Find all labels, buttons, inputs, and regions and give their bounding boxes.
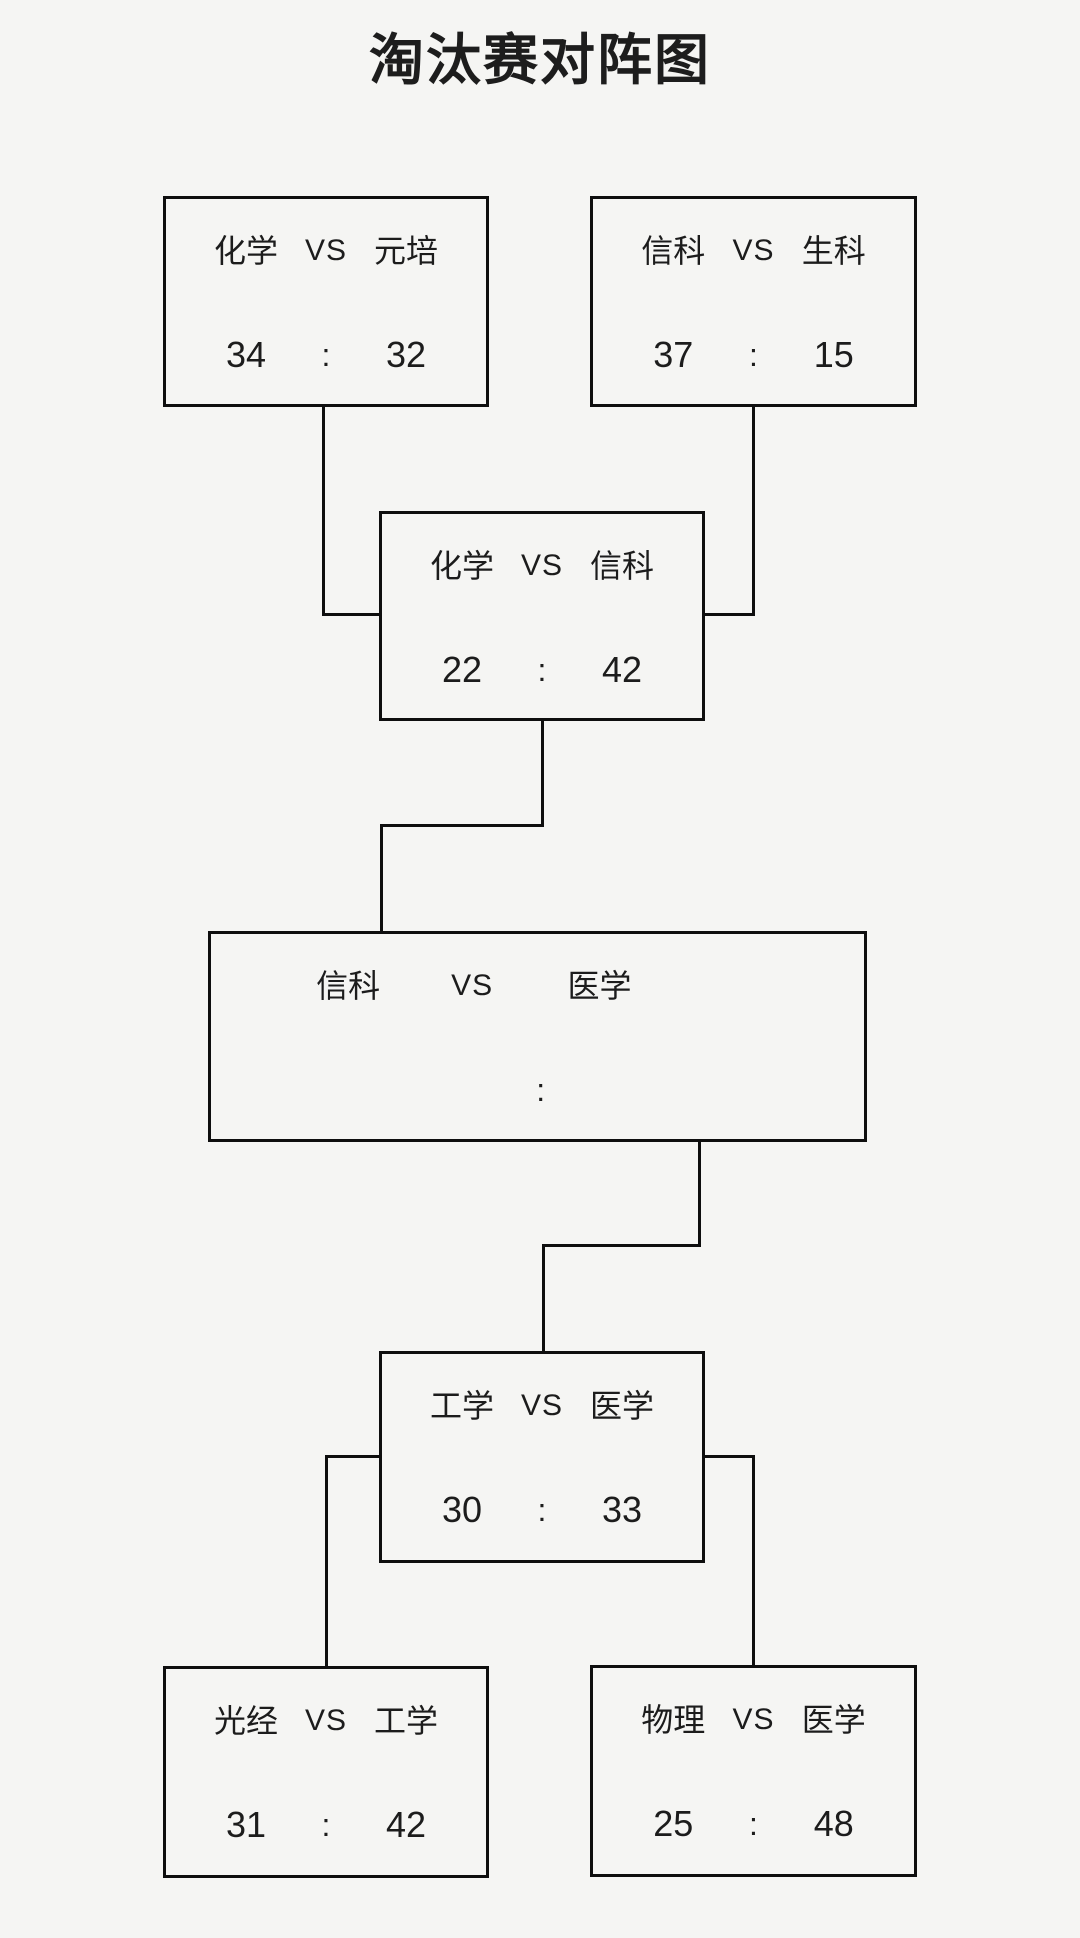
team-b-label: 生科 xyxy=(801,233,866,269)
vs-label: VS xyxy=(732,1703,775,1736)
match-box-quarterfinal-top-right: 信科 VS 生科 37 : 15 xyxy=(590,196,917,407)
team-b-label: 工学 xyxy=(373,1703,439,1739)
score-b-value: 42 xyxy=(601,649,643,690)
score-a-value: 30 xyxy=(441,1489,483,1530)
team-a-label: 信科 xyxy=(641,233,706,269)
connector-qf4-horizontal xyxy=(705,1455,755,1458)
vs-label: VS xyxy=(520,549,564,582)
vs-label: VS xyxy=(451,969,494,1002)
scores-row: 30 : 33 xyxy=(382,1488,702,1532)
score-separator: : xyxy=(321,337,331,373)
vs-label: VS xyxy=(732,234,775,267)
score-b-value: 15 xyxy=(813,334,854,375)
team-b-label: 医学 xyxy=(801,1702,866,1738)
scores-row: : xyxy=(211,1068,864,1112)
match-box-semifinal-lower: 工学 VS 医学 30 : 33 xyxy=(379,1351,705,1563)
score-separator: : xyxy=(749,1806,758,1842)
teams-row: 信科 VS 医学 xyxy=(211,964,864,1008)
team-b-label: 医学 xyxy=(589,1388,655,1424)
vs-label: VS xyxy=(304,1704,348,1737)
match-box-final: 信科 VS 医学 : xyxy=(208,931,867,1142)
score-separator: : xyxy=(537,1492,547,1528)
scores-row: 25 : 48 xyxy=(593,1802,914,1846)
connector-sf1-horizontal xyxy=(380,824,544,827)
connector-qf2-vertical xyxy=(752,407,755,616)
connector-qf1-horizontal xyxy=(322,613,379,616)
scores-row: 34 : 32 xyxy=(166,333,486,377)
connector-qf2-horizontal xyxy=(705,613,755,616)
connector-final-horizontal xyxy=(542,1244,701,1247)
score-b-value: 48 xyxy=(813,1803,854,1844)
connector-qf3-vertical xyxy=(325,1455,328,1666)
team-b-label: 信科 xyxy=(589,548,655,584)
connector-qf1-vertical xyxy=(322,407,325,616)
score-a-value: 31 xyxy=(225,1804,267,1845)
match-box-quarterfinal-bottom-left: 光经 VS 工学 31 : 42 xyxy=(163,1666,489,1878)
score-separator: : xyxy=(536,1072,546,1108)
scores-row: 31 : 42 xyxy=(166,1803,486,1847)
match-box-semifinal-upper: 化学 VS 信科 22 : 42 xyxy=(379,511,705,721)
teams-row: 光经 VS 工学 xyxy=(166,1699,486,1743)
teams-row: 工学 VS 医学 xyxy=(382,1384,702,1428)
team-a-label: 物理 xyxy=(641,1702,706,1738)
page-title: 淘汰赛对阵图 xyxy=(368,29,711,91)
score-a-value: 25 xyxy=(653,1803,694,1844)
scores-row: 37 : 15 xyxy=(593,333,914,377)
score-b-value: 42 xyxy=(385,1804,427,1845)
teams-row: 化学 VS 元培 xyxy=(166,229,486,273)
team-a-label: 化学 xyxy=(429,548,495,584)
score-a-value: 37 xyxy=(653,334,694,375)
score-separator: : xyxy=(537,652,547,688)
connector-final-to-sf2 xyxy=(542,1244,545,1351)
connector-sf1-drop xyxy=(541,721,544,827)
score-separator: : xyxy=(321,1807,331,1843)
connector-final-drop xyxy=(698,1142,701,1247)
teams-row: 信科 VS 生科 xyxy=(593,229,914,273)
score-a-value: 22 xyxy=(441,649,483,690)
teams-row: 化学 VS 信科 xyxy=(382,544,702,588)
team-a-label: 光经 xyxy=(213,1703,279,1739)
teams-row: 物理 VS 医学 xyxy=(593,1698,914,1742)
team-b-label: 医学 xyxy=(567,968,632,1004)
score-a-value: 34 xyxy=(225,334,267,375)
scores-row: 22 : 42 xyxy=(382,648,702,692)
match-box-quarterfinal-bottom-right: 物理 VS 医学 25 : 48 xyxy=(590,1665,917,1877)
score-separator: : xyxy=(749,337,758,373)
vs-label: VS xyxy=(520,1389,564,1422)
score-b-value: 32 xyxy=(385,334,427,375)
team-a-label: 信科 xyxy=(316,968,381,1004)
connector-qf3-horizontal xyxy=(325,1455,379,1458)
team-a-label: 工学 xyxy=(429,1388,495,1424)
vs-label: VS xyxy=(304,234,348,267)
score-b-value: 33 xyxy=(601,1489,643,1530)
team-a-label: 化学 xyxy=(213,233,279,269)
match-box-quarterfinal-top-left: 化学 VS 元培 34 : 32 xyxy=(163,196,489,407)
connector-qf4-vertical xyxy=(752,1455,755,1665)
team-b-label: 元培 xyxy=(373,233,439,269)
connector-sf1-to-final xyxy=(380,824,383,931)
